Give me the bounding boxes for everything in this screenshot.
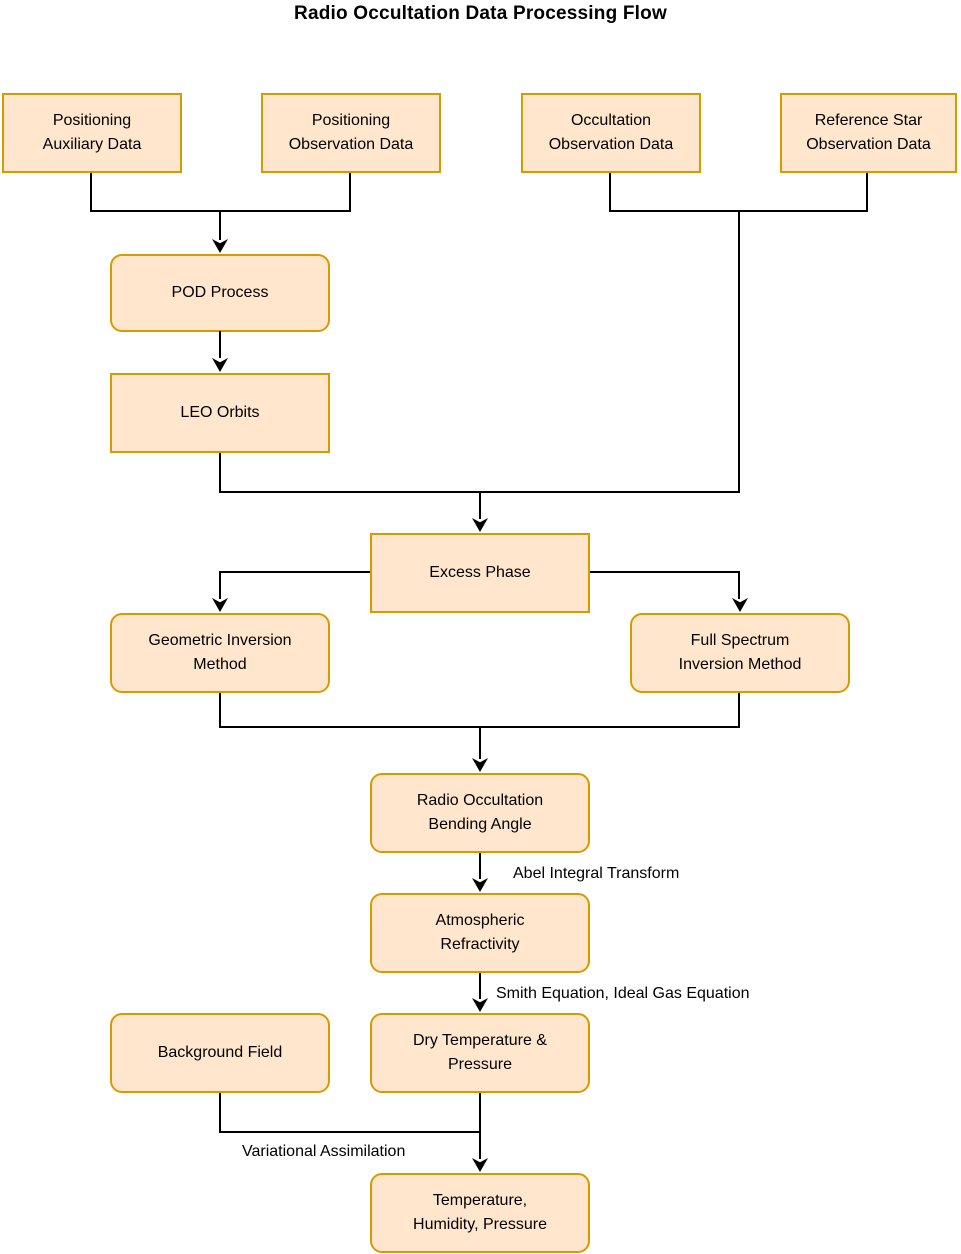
edge-merge-to-excess: [479, 491, 481, 519]
edge-label-smith-equation: Smith Equation, Ideal Gas Equation: [496, 985, 750, 1002]
node-reference-star-observation-data-label: Reference Star Observation Data: [806, 112, 931, 153]
edge-occultation-observation-down: [609, 173, 611, 212]
node-temperature-humidity-pressure-label: Temperature, Humidity, Pressure: [413, 1192, 547, 1233]
edge-leo-down: [219, 453, 221, 493]
node-leo-orbits: LEO Orbits: [110, 373, 330, 453]
arrowhead-into-leo-icon: [212, 358, 228, 372]
node-pod-process-label: POD Process: [171, 284, 269, 301]
node-geometric-inversion-method: Geometric Inversion Method: [110, 613, 330, 693]
node-leo-orbits-label: LEO Orbits: [180, 404, 260, 421]
edge-bending-to-refractivity: [479, 853, 481, 879]
edge-positioning-observation-down: [349, 173, 351, 212]
node-positioning-auxiliary-data-label: Positioning Auxiliary Data: [42, 112, 142, 153]
arrowhead-into-refractivity-icon: [472, 878, 488, 892]
node-positioning-observation-data: Positioning Observation Data: [261, 93, 441, 173]
node-dry-temperature-pressure-label: Dry Temperature & Pressure: [413, 1032, 547, 1073]
edge-positioning-auxiliary-down: [90, 173, 92, 212]
edge-fullspectrum-down: [738, 693, 740, 728]
edge-reference-star-down: [866, 173, 868, 212]
arrowhead-into-pod-icon: [212, 239, 228, 253]
edge-excess-to-geometric-horizontal: [219, 571, 370, 573]
edge-excess-to-fullspectrum-horizontal: [590, 571, 740, 573]
arrowhead-into-drytemp-icon: [472, 998, 488, 1012]
node-occultation-observation-data-label: Occultation Observation Data: [548, 112, 674, 153]
edge-merge-to-bending: [479, 726, 481, 759]
node-reference-star-observation-data: Reference Star Observation Data: [780, 93, 957, 173]
node-positioning-auxiliary-data: Positioning Auxiliary Data: [2, 93, 182, 173]
node-excess-phase: Excess Phase: [370, 533, 590, 613]
edge-merge-to-pod: [219, 210, 221, 240]
node-geometric-inversion-method-label: Geometric Inversion Method: [148, 632, 292, 673]
node-atmospheric-refractivity: Atmospheric Refractivity: [370, 893, 590, 973]
edge-geometric-down: [219, 693, 221, 728]
edge-assimilation-horizontal: [219, 1131, 481, 1133]
node-temperature-humidity-pressure: Temperature, Humidity, Pressure: [370, 1173, 590, 1253]
edge-excess-to-geometric-down: [219, 571, 221, 599]
edge-label-abel-integral-transform: Abel Integral Transform: [513, 865, 680, 882]
arrowhead-into-geometric-icon: [212, 598, 228, 612]
arrowhead-into-bending-angle-icon: [472, 758, 488, 772]
node-background-field-label: Background Field: [157, 1044, 283, 1061]
arrowhead-into-fullspectrum-icon: [732, 598, 748, 612]
node-full-spectrum-inversion-method-label: Full Spectrum Inversion Method: [678, 632, 802, 673]
edge-drytemp-down: [479, 1093, 481, 1159]
node-radio-occultation-bending-angle: Radio Occultation Bending Angle: [370, 773, 590, 853]
edge-occultation-merge-down: [738, 210, 740, 493]
edge-label-variational-assimilation: Variational Assimilation: [242, 1143, 406, 1160]
node-occultation-observation-data: Occultation Observation Data: [521, 93, 701, 173]
node-excess-phase-label: Excess Phase: [429, 564, 531, 581]
node-pod-process: POD Process: [110, 254, 330, 332]
arrowhead-into-temperature-icon: [472, 1158, 488, 1172]
edge-refractivity-to-drytemp: [479, 973, 481, 999]
arrowhead-into-excess-phase-icon: [472, 518, 488, 532]
diagram-title: Radio Occultation Data Processing Flow: [294, 3, 667, 24]
node-positioning-observation-data-label: Positioning Observation Data: [288, 112, 414, 153]
node-dry-temperature-pressure: Dry Temperature & Pressure: [370, 1013, 590, 1093]
edge-background-down: [219, 1093, 221, 1133]
edge-pod-to-leo: [219, 331, 221, 358]
edge-excess-to-fullspectrum-down: [738, 571, 740, 599]
node-atmospheric-refractivity-label: Atmospheric Refractivity: [435, 912, 525, 953]
node-radio-occultation-bending-angle-label: Radio Occultation Bending Angle: [416, 792, 544, 833]
node-background-field: Background Field: [110, 1013, 330, 1093]
node-full-spectrum-inversion-method: Full Spectrum Inversion Method: [630, 613, 850, 693]
